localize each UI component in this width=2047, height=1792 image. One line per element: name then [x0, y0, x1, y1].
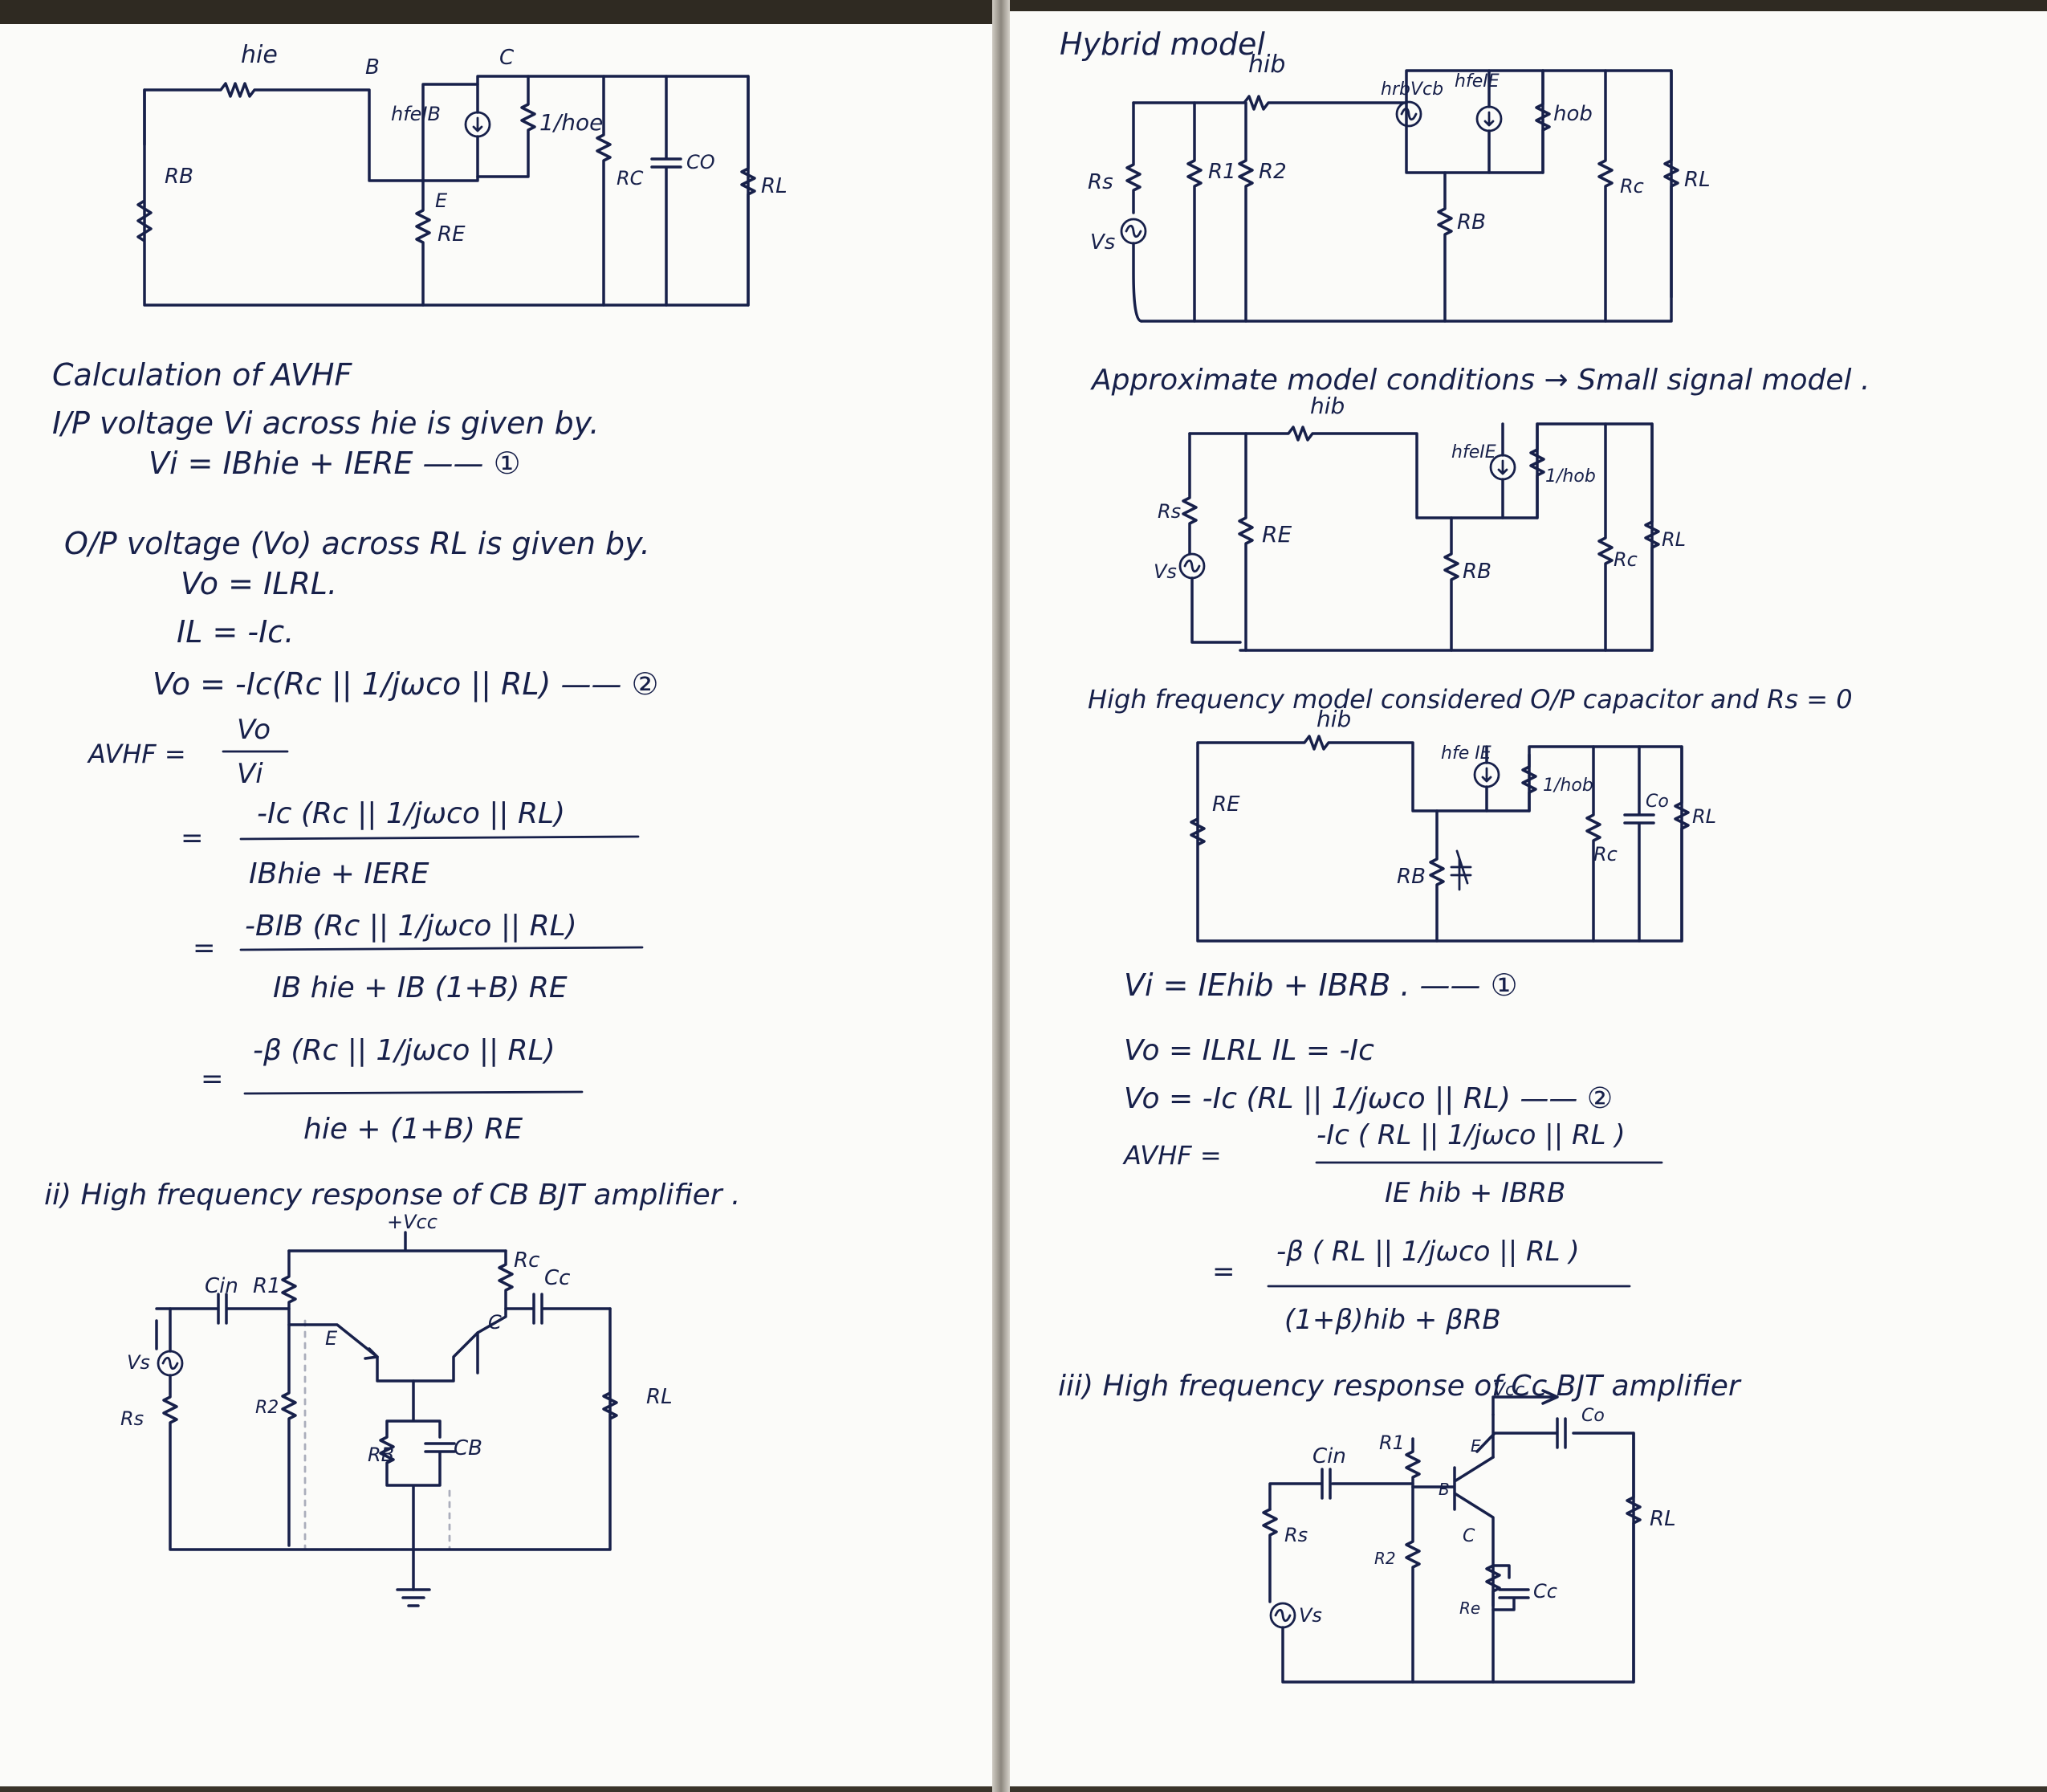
right-page [1005, 11, 2047, 1786]
left-page [0, 24, 995, 1786]
notebook-spine [992, 0, 1010, 1792]
